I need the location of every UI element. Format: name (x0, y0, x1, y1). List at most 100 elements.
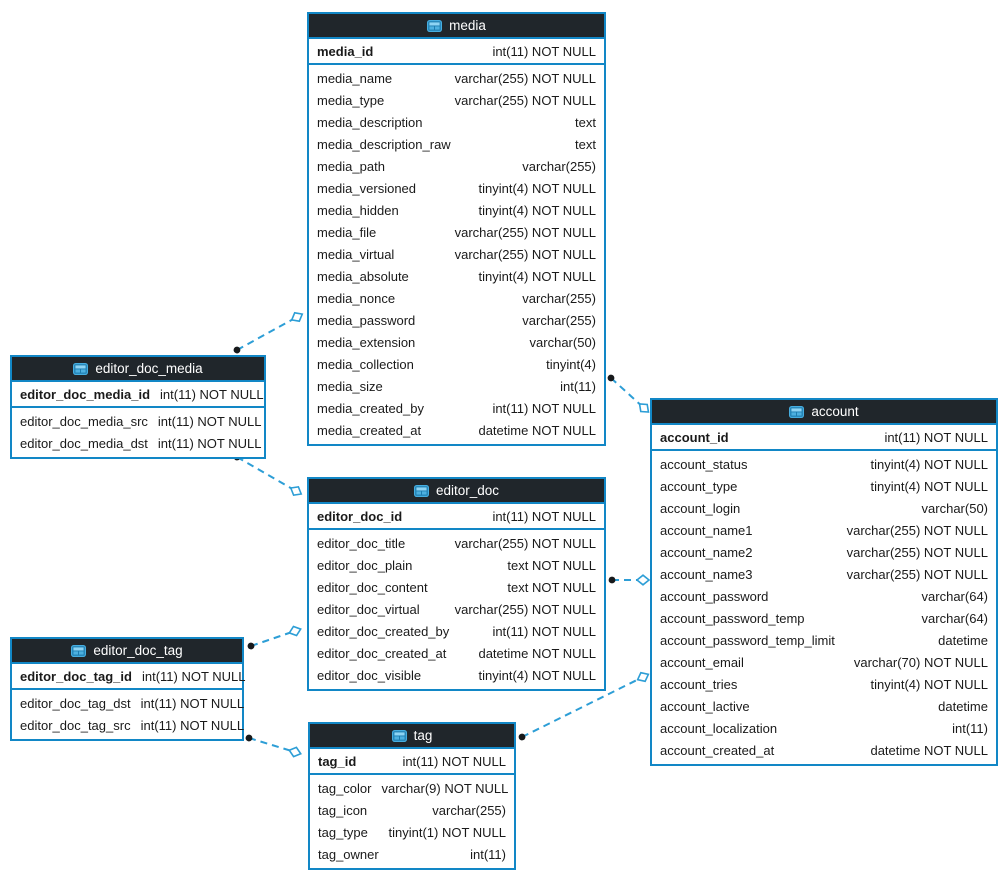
field-name: editor_doc_virtual (317, 601, 420, 617)
primary-key-row: editor_doc_media_id int(11) NOT NULL (12, 382, 264, 408)
relation-editor_doc_media-editor_doc (233, 453, 303, 497)
field-name: account_name3 (660, 566, 753, 582)
table-editor_doc_tag[interactable]: editor_doc_tag editor_doc_tag_id int(11)… (10, 637, 246, 741)
table-header: editor_doc_media (12, 357, 264, 382)
field-type: varchar(50) (529, 334, 596, 350)
field-name: account_tries (660, 676, 738, 692)
field-type: tinyint(4) (546, 356, 596, 372)
field-name: account_lactive (660, 698, 750, 714)
field-type: datetime NOT NULL (478, 422, 596, 438)
table-fields: editor_doc_tag_dst int(11) NOT NULL editor… (12, 690, 245, 739)
field-type: text NOT NULL (507, 557, 596, 573)
field-name: media_collection (317, 356, 414, 372)
field-type: int(11) NOT NULL (140, 695, 245, 711)
field-name: media_versioned (317, 180, 417, 196)
field-name: media_description_raw (317, 136, 451, 152)
field-type: int(11) NOT NULL (492, 43, 596, 59)
field-type: tinyint(4) NOT NULL (478, 268, 596, 284)
field-name: editor_doc_tag_dst (20, 695, 131, 711)
relation-media-account (607, 374, 650, 413)
field-type: varchar(255) NOT NULL (454, 224, 596, 240)
field-name: account_type (660, 478, 738, 494)
field-row: media_file varchar(255) NOT NULL (309, 221, 604, 243)
field-type: int(11) NOT NULL (492, 623, 596, 639)
field-type: varchar(255) NOT NULL (454, 92, 596, 108)
field-name: tag_icon (318, 802, 368, 818)
field-type: varchar(255) NOT NULL (846, 566, 988, 582)
table-icon (71, 644, 87, 657)
table-media[interactable]: media media_id int(11) NOT NULL media_na… (307, 12, 606, 446)
field-type: datetime NOT NULL (478, 645, 596, 661)
field-name: editor_doc_tag_src (20, 717, 131, 733)
field-name: editor_doc_created_at (317, 645, 447, 661)
table-icon (413, 484, 429, 497)
table-editor_doc[interactable]: editor_doc editor_doc_id int(11) NOT NUL… (307, 477, 606, 691)
field-row: media_extension varchar(50) (309, 331, 604, 353)
relation-editor_doc_tag-tag (245, 734, 302, 758)
field-type: tinyint(4) NOT NULL (870, 478, 988, 494)
field-name: account_password_temp (660, 610, 805, 626)
field-name: editor_doc_content (317, 579, 428, 595)
field-type: varchar(255) (432, 802, 506, 818)
field-type: varchar(255) NOT NULL (846, 544, 988, 560)
table-title: account (811, 404, 859, 419)
field-name: media_nonce (317, 290, 396, 306)
field-type: tinyint(4) NOT NULL (478, 667, 596, 683)
table-icon (789, 405, 805, 418)
field-type: varchar(255) (522, 158, 596, 174)
field-name: account_localization (660, 720, 778, 736)
field-name: media_description (317, 114, 423, 130)
field-name: account_name2 (660, 544, 753, 560)
table-title: editor_doc (435, 483, 500, 498)
table-account[interactable]: account account_id int(11) NOT NULL acco… (650, 398, 998, 766)
field-name: media_absolute (317, 268, 409, 284)
table-icon (391, 729, 407, 742)
primary-key-row: media_id int(11) NOT NULL (309, 39, 604, 65)
field-row: account_type tinyint(4) NOT NULL (652, 475, 996, 497)
field-name: media_extension (317, 334, 416, 350)
field-type: text (575, 114, 596, 130)
table-title: editor_doc_media (95, 361, 203, 376)
field-name: media_created_by (317, 400, 424, 416)
table-header: editor_doc (309, 479, 604, 504)
field-name: editor_doc_media_id (20, 386, 151, 402)
field-name: account_created_at (660, 742, 775, 758)
table-editor_doc_media[interactable]: editor_doc_media editor_doc_media_id int… (10, 355, 266, 459)
relation-tag-account (518, 671, 650, 741)
field-name: editor_doc_visible (317, 667, 422, 683)
field-row: account_name3 varchar(255) NOT NULL (652, 563, 996, 585)
field-row: editor_doc_visible tinyint(4) NOT NULL (309, 664, 604, 686)
field-name: editor_doc_id (317, 508, 403, 524)
field-name: media_file (317, 224, 377, 240)
table-title: media (449, 18, 486, 33)
field-name: account_status (660, 456, 748, 472)
field-type: varchar(255) NOT NULL (454, 246, 596, 262)
